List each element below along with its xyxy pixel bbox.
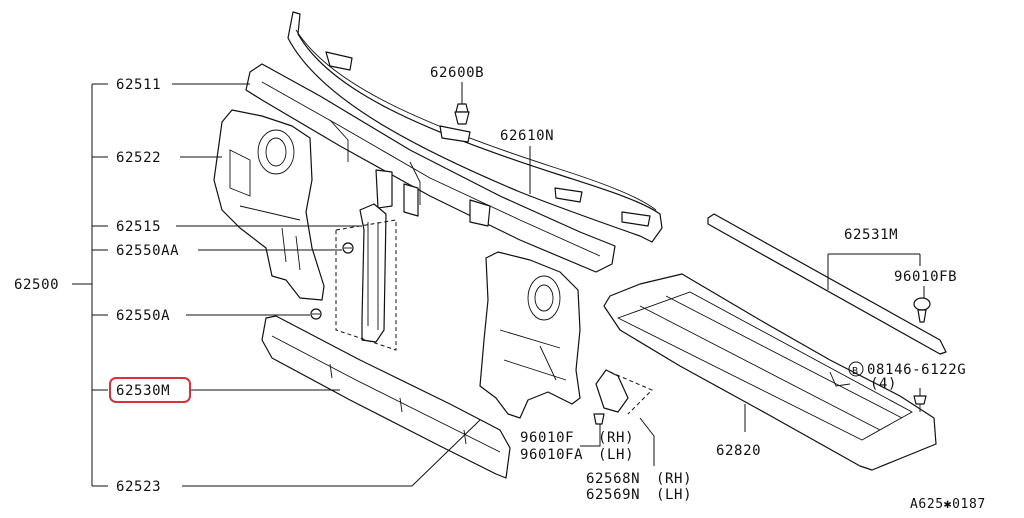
label-bolt-qty: (4) bbox=[870, 376, 897, 392]
seal-strip-62531m bbox=[707, 213, 947, 355]
label-62569n-side: (LH) bbox=[656, 487, 692, 503]
label-62500: 62500 bbox=[14, 277, 59, 293]
lower-support-62530m bbox=[261, 315, 511, 479]
label-bolt-code: 08146-6122G bbox=[867, 362, 966, 378]
leader-lines bbox=[72, 82, 925, 487]
label-96010fa-side: (LH) bbox=[598, 447, 634, 463]
label-96010f-side: (RH) bbox=[598, 430, 634, 446]
bolt-62550a bbox=[310, 308, 322, 320]
diagram-code: A625✱0187 bbox=[910, 497, 986, 512]
hood-lock-stay-62515 bbox=[335, 203, 397, 351]
highlight-box bbox=[109, 377, 191, 403]
label-62531m: 62531M bbox=[844, 227, 898, 243]
clip-96010fb bbox=[913, 297, 931, 323]
bolt-62550aa bbox=[342, 242, 354, 254]
label-bolt-marker: B bbox=[852, 366, 859, 377]
side-panel-left-62522 bbox=[213, 109, 325, 301]
side-panel-right-62523 bbox=[479, 251, 581, 419]
core-support-upper-62511 bbox=[245, 63, 616, 273]
air-guide-62568n bbox=[595, 369, 653, 415]
label-62523: 62523 bbox=[116, 479, 161, 495]
label-62550a: 62550A bbox=[116, 308, 170, 324]
label-62530m: 62530M bbox=[116, 383, 170, 399]
label-62568n-side: (RH) bbox=[656, 471, 692, 487]
label-62610n: 62610N bbox=[500, 128, 554, 144]
label-96010fb: 96010FB bbox=[894, 269, 957, 285]
bolt-marker-circle bbox=[848, 361, 864, 377]
clip-62600b bbox=[454, 103, 470, 125]
label-62569n: 62569N bbox=[586, 487, 640, 503]
label-96010f: 96010F bbox=[520, 430, 574, 446]
label-62568n: 62568N bbox=[586, 471, 640, 487]
label-62522: 62522 bbox=[116, 150, 161, 166]
label-62511: 62511 bbox=[116, 77, 161, 93]
label-62600b: 62600B bbox=[430, 65, 484, 81]
bolt-08146-6122g bbox=[913, 395, 927, 412]
under-cover-62820 bbox=[603, 273, 937, 471]
label-62820: 62820 bbox=[716, 443, 761, 459]
clip-96010f bbox=[593, 413, 605, 425]
upper-support-62610n bbox=[287, 11, 663, 243]
label-62550aa: 62550AA bbox=[116, 243, 179, 259]
label-96010fa: 96010FA bbox=[520, 447, 583, 463]
label-62515: 62515 bbox=[116, 219, 161, 235]
